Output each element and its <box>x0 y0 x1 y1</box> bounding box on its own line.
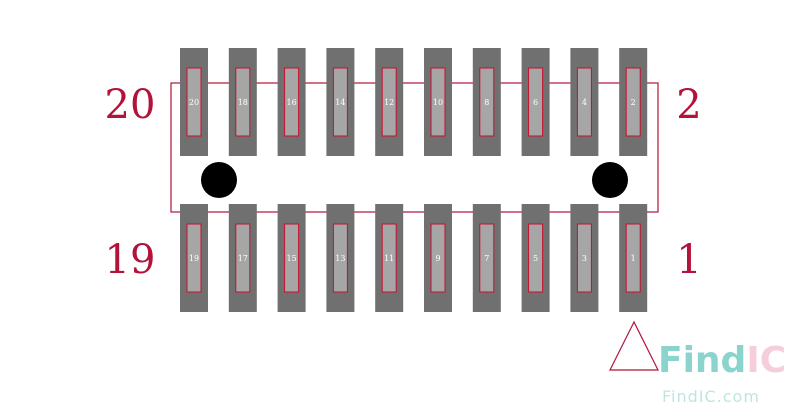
pad-land-pin-15 <box>284 223 300 293</box>
pin-number-5: 5 <box>533 254 538 263</box>
pad-land-pin-1 <box>625 223 641 293</box>
pad-land-pin-7 <box>479 223 495 293</box>
pad-land-pin-6 <box>528 67 544 137</box>
pad-land-pin-17 <box>235 223 251 293</box>
pin-number-14: 14 <box>335 98 345 107</box>
pin-number-15: 15 <box>287 254 297 263</box>
mounting-hole-right <box>592 162 628 198</box>
watermark: FindIC FindIC.com <box>658 340 786 406</box>
label-top-right: 2 <box>676 82 701 128</box>
pin-number-6: 6 <box>533 98 538 107</box>
pad-land-pin-8 <box>479 67 495 137</box>
label-bottom-right: 1 <box>676 237 701 283</box>
pad-land-pin-11 <box>381 223 397 293</box>
mounting-hole-left <box>201 162 237 198</box>
pad-land-pin-16 <box>284 67 300 137</box>
pin-number-10: 10 <box>433 98 443 107</box>
pin-number-9: 9 <box>435 254 440 263</box>
pad-land-pin-10 <box>430 67 446 137</box>
pad-land-pin-13 <box>332 223 348 293</box>
pin-number-7: 7 <box>484 254 489 263</box>
pin-number-3: 3 <box>582 254 587 263</box>
pin-number-4: 4 <box>582 98 587 107</box>
pad-land-pin-19 <box>186 223 202 293</box>
pin-number-1: 1 <box>631 254 636 263</box>
pin-number-19: 19 <box>189 254 199 263</box>
top-pin-row: 20 18 16 14 12 10 8 6 4 2 <box>180 48 648 156</box>
pad-land-pin-18 <box>235 67 251 137</box>
pad-land-pin-2 <box>625 67 641 137</box>
pin-number-20: 20 <box>189 98 199 107</box>
pad-land-pin-14 <box>332 67 348 137</box>
pin-number-8: 8 <box>484 98 489 107</box>
label-top-left: 20 <box>105 82 156 128</box>
pad-land-pin-3 <box>576 223 592 293</box>
pin-number-12: 12 <box>384 98 394 107</box>
pad-land-pin-9 <box>430 223 446 293</box>
pad-land-pin-12 <box>381 67 397 137</box>
pin-number-11: 11 <box>384 254 394 263</box>
watermark-url: FindIC.com <box>662 387 760 406</box>
pin-number-13: 13 <box>335 254 345 263</box>
pad-land-pin-4 <box>576 67 592 137</box>
pad-land-pin-20 <box>186 67 202 137</box>
component-outline <box>170 82 659 213</box>
watermark-brand-find: Find <box>658 340 746 381</box>
pin-number-18: 18 <box>238 98 248 107</box>
watermark-brand: FindIC <box>658 340 786 381</box>
pin1-marker-triangle <box>609 320 659 371</box>
label-bottom-left: 19 <box>105 237 156 283</box>
pin-number-16: 16 <box>287 98 297 107</box>
pin-number-17: 17 <box>238 254 248 263</box>
watermark-brand-ic: IC <box>746 340 786 381</box>
bottom-pin-row: 19 17 15 13 11 9 7 5 3 1 <box>180 204 648 312</box>
pin-number-2: 2 <box>631 98 636 107</box>
pad-land-pin-5 <box>528 223 544 293</box>
